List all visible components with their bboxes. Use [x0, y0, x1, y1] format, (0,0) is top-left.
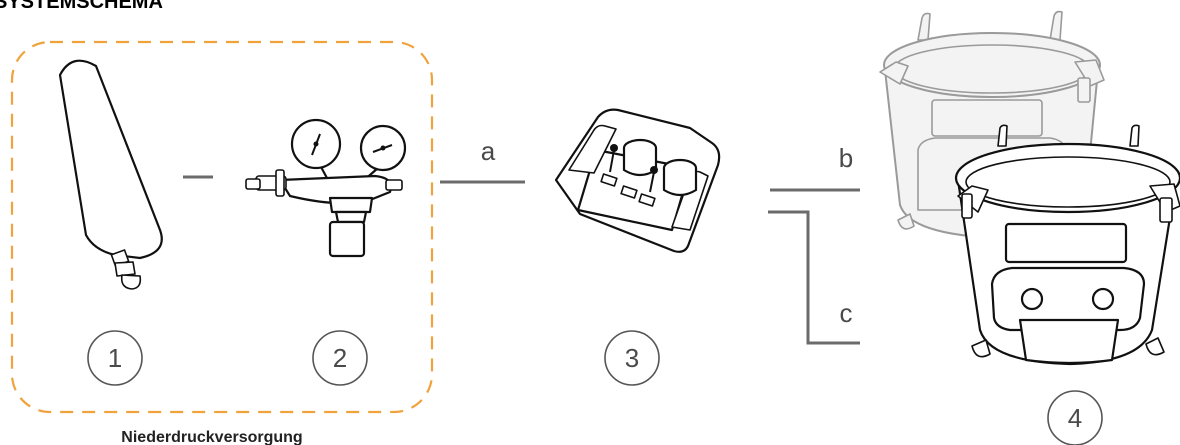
low-pressure-group-border — [10, 40, 434, 414]
connection-label-c: c — [840, 298, 853, 328]
connection-label-a: a — [481, 136, 496, 166]
group-label: Niederdruckversorgung — [121, 429, 302, 445]
number-marker-3: 3 — [604, 330, 660, 386]
diagram-title: SYSTEMSCHEMA — [0, 0, 163, 13]
number-label-2: 2 — [333, 343, 347, 373]
number-marker-2: 2 — [312, 330, 368, 386]
number-marker-4: 4 — [1047, 390, 1103, 445]
connection-line-c — [768, 210, 860, 345]
number-label-1: 1 — [108, 343, 122, 373]
connection-label-b: b — [839, 143, 853, 173]
control-unit-icon — [554, 108, 721, 253]
transport-container-icon — [879, 10, 1180, 366]
gas-cylinder-icon — [58, 59, 163, 290]
number-marker-1: 1 — [87, 330, 143, 386]
pressure-regulator-icon — [245, 118, 407, 258]
container-front-icon — [954, 124, 1180, 366]
number-label-4: 4 — [1068, 403, 1082, 433]
number-label-3: 3 — [625, 343, 639, 373]
